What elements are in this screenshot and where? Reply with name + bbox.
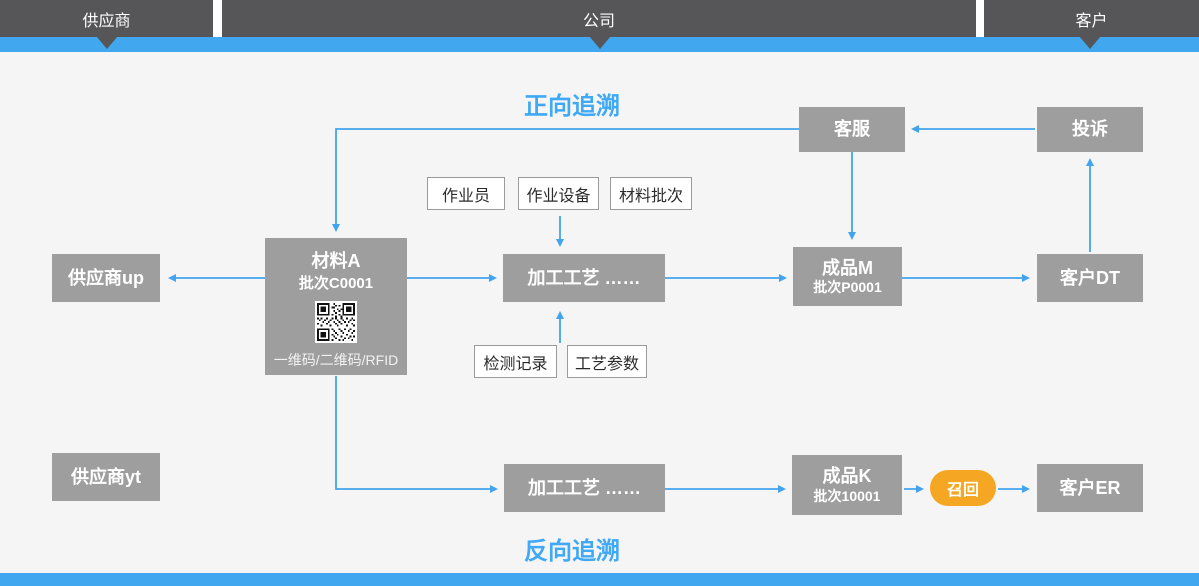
- supplier-yt-node: 供应商yt: [52, 453, 160, 501]
- recall-badge: 召回: [930, 470, 996, 506]
- material-a-node: 材料A 批次C0001 一维码/二维码/RFID: [265, 238, 407, 375]
- lane-company-label: 公司: [582, 12, 615, 30]
- complaint-node: 投诉: [1037, 107, 1143, 152]
- lane-pointer-supplier: [96, 36, 118, 49]
- customer-er-node: 客户ER: [1037, 464, 1143, 512]
- product-m-batch: 批次P0001: [813, 279, 882, 295]
- material-a-code-label: 一维码/二维码/RFID: [273, 352, 399, 369]
- bottom-blue-bar: [0, 573, 1199, 586]
- material-a-name: 材料A: [311, 251, 361, 271]
- product-k-node: 成品K 批次10001: [792, 455, 902, 515]
- material-a-batch: 批次C0001: [298, 274, 374, 292]
- tag-material-batch: 材料批次: [610, 177, 692, 210]
- product-m-node: 成品M 批次P0001: [793, 247, 902, 306]
- qr-code: [315, 301, 357, 344]
- tag-inspection-record: 检测记录: [474, 345, 557, 378]
- tag-operator: 作业员: [427, 177, 505, 210]
- process-node-2: 加工工艺 ……: [504, 464, 665, 512]
- process-node-1: 加工工艺 ……: [503, 254, 665, 302]
- product-k-batch: 批次10001: [813, 487, 881, 504]
- backward-trace-title: 反向追溯: [524, 538, 620, 565]
- product-k-name: 成品K: [822, 466, 872, 486]
- tag-equipment: 作业设备: [518, 177, 599, 210]
- product-m-name: 成品M: [822, 257, 873, 278]
- header-lane-company: 公司: [222, 0, 976, 37]
- header-lane-customer: 客户: [984, 0, 1199, 37]
- tag-process-params: 工艺参数: [567, 345, 647, 378]
- header-lane-supplier: 供应商: [0, 0, 213, 37]
- arrow-material-to-process-2: [335, 376, 498, 493]
- supplier-up-node: 供应商up: [52, 254, 160, 302]
- forward-trace-title: 正向追溯: [524, 93, 620, 120]
- lane-supplier-label: 供应商: [82, 12, 131, 30]
- lane-customer-label: 客户: [1075, 12, 1108, 30]
- lane-pointer-customer: [1079, 36, 1101, 49]
- customer-service-node: 客服: [799, 107, 905, 152]
- customer-dt-node: 客户DT: [1037, 254, 1143, 302]
- lane-pointer-company: [589, 36, 611, 49]
